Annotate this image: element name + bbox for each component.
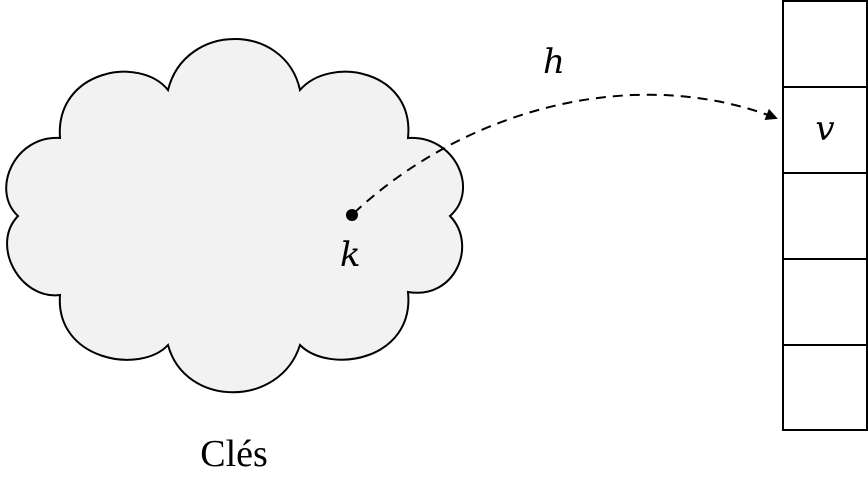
table-slot <box>782 172 868 260</box>
value-label: v <box>815 109 834 149</box>
table-slot <box>782 86 868 174</box>
function-label: h <box>543 42 565 82</box>
table-slot <box>782 0 868 88</box>
key-label: k <box>340 235 361 275</box>
set-caption: Clés <box>200 433 268 475</box>
table-slot <box>782 344 868 431</box>
hash-arrow <box>353 93 778 214</box>
hash-table: v <box>782 0 868 431</box>
keys-cloud <box>5 38 465 394</box>
table-slot <box>782 258 868 346</box>
